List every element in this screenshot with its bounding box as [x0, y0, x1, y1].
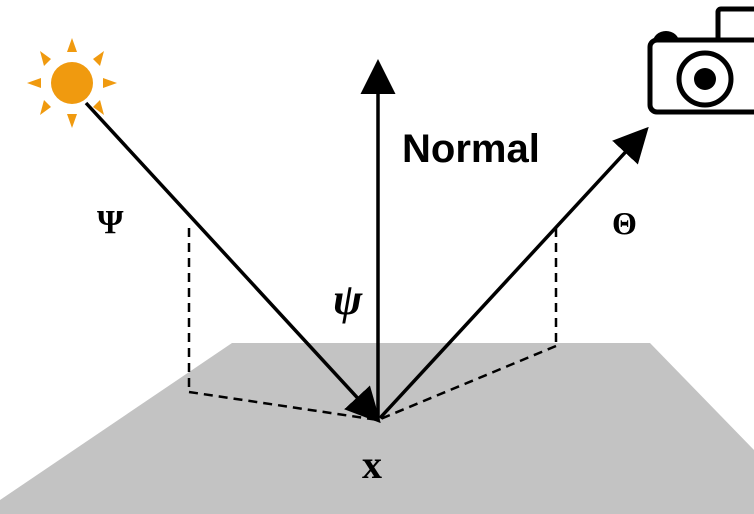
incident-projection-line [188, 390, 379, 422]
projection-lines [187, 228, 558, 422]
outgoing-ray [378, 126, 649, 420]
angle-label: ψ [333, 275, 363, 324]
outgoing-projection-line [377, 344, 557, 422]
camera-icon [647, 6, 754, 115]
point-label: x [362, 442, 382, 487]
incident-direction-label: Ψ [97, 204, 124, 241]
outgoing-direction-label: Θ [612, 205, 637, 241]
incident-ray [84, 101, 381, 424]
sun-icon [27, 38, 117, 128]
normal-label: Normal [402, 127, 540, 171]
